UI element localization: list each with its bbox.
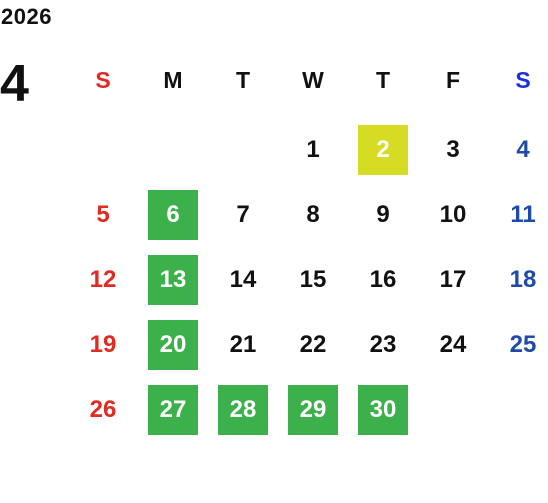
week-row-4: 19 20 21 22 23 24 25 (68, 320, 548, 370)
day-cell-saturday[interactable]: 18 (509, 266, 537, 293)
week-row-3: 12 13 14 15 16 17 18 (68, 255, 548, 305)
weekday-tuesday: T (235, 67, 251, 93)
day-cell-sunday[interactable]: 26 (89, 396, 117, 423)
year-label: 2026 (1, 4, 52, 29)
day-cell-highlighted[interactable]: 30 (358, 385, 408, 435)
day-cell[interactable]: 17 (439, 266, 467, 293)
day-cell[interactable]: 9 (376, 201, 390, 228)
day-cell-sunday[interactable]: 5 (96, 201, 110, 228)
week-row-1: 1 2 3 4 (68, 125, 548, 175)
day-cell[interactable]: 23 (369, 331, 397, 358)
day-cell[interactable]: 16 (369, 266, 397, 293)
day-cell[interactable]: 14 (229, 266, 257, 293)
weekday-sunday: S (95, 67, 111, 93)
weekday-friday: F (445, 67, 461, 93)
day-cell-highlighted[interactable]: 28 (218, 385, 268, 435)
day-cell-highlighted[interactable]: 29 (288, 385, 338, 435)
day-cell-highlighted[interactable]: 20 (148, 320, 198, 370)
day-cell[interactable]: 3 (446, 136, 460, 163)
weekday-thursday: T (375, 67, 391, 93)
week-row-2: 5 6 7 8 9 10 11 (68, 190, 548, 240)
weekday-header: S M T W T F S (68, 55, 548, 105)
day-cell[interactable]: 24 (439, 331, 467, 358)
day-cell[interactable]: 1 (306, 136, 320, 163)
day-cell-today[interactable]: 2 (358, 125, 408, 175)
weekday-wednesday: W (302, 67, 324, 93)
day-cell-highlighted[interactable]: 27 (148, 385, 198, 435)
week-row-5: 26 27 28 29 30 (68, 385, 548, 435)
day-cell[interactable]: 8 (306, 201, 320, 228)
day-cell-saturday[interactable]: 4 (516, 136, 530, 163)
day-cell[interactable]: 15 (299, 266, 327, 293)
day-cell-saturday[interactable]: 25 (509, 331, 537, 358)
day-cell-saturday[interactable]: 11 (510, 201, 536, 228)
day-cell[interactable]: 22 (299, 331, 327, 358)
day-cell-highlighted[interactable]: 13 (148, 255, 198, 305)
day-cell-sunday[interactable]: 19 (89, 331, 117, 358)
day-cell-sunday[interactable]: 12 (89, 266, 117, 293)
day-cell[interactable]: 10 (439, 201, 467, 228)
weekday-saturday: S (515, 67, 531, 93)
weekday-monday: M (163, 67, 183, 93)
day-cell[interactable]: 21 (229, 331, 257, 358)
day-cell-highlighted[interactable]: 6 (148, 190, 198, 240)
day-cell[interactable]: 7 (236, 201, 250, 228)
month-number: 4 (0, 55, 29, 113)
